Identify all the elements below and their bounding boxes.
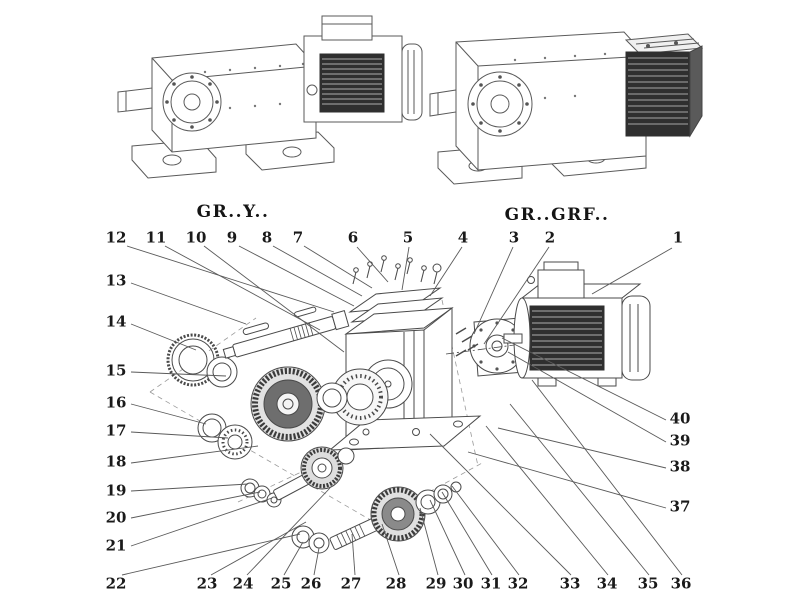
shaft-key xyxy=(242,322,269,336)
assembled-view-right xyxy=(429,31,704,185)
callout-39: 39 xyxy=(669,431,691,450)
callout-3: 3 xyxy=(508,228,520,247)
callout-29: 29 xyxy=(425,574,447,593)
large-gear xyxy=(250,366,326,442)
shaft-key-2 xyxy=(293,306,317,318)
callout-25: 25 xyxy=(270,574,292,593)
callout-34: 34 xyxy=(596,574,618,593)
callout-24: 24 xyxy=(232,574,254,593)
callout-4: 4 xyxy=(457,228,469,247)
flange-studs xyxy=(455,327,479,357)
exploded-view xyxy=(149,255,651,554)
output-shaft-assembly xyxy=(291,481,462,554)
callout-33: 33 xyxy=(559,574,581,593)
callout-27: 27 xyxy=(340,574,362,593)
callout-11: 11 xyxy=(145,228,167,247)
callout-18: 18 xyxy=(105,452,127,471)
callout-8: 8 xyxy=(261,228,273,247)
callout-13: 13 xyxy=(105,271,127,290)
callout-37: 37 xyxy=(669,497,691,516)
callout-1: 1 xyxy=(672,228,684,247)
callout-38: 38 xyxy=(669,457,691,476)
callout-6: 6 xyxy=(347,228,359,247)
callout-14: 14 xyxy=(105,312,127,331)
callout-23: 23 xyxy=(196,574,218,593)
cover-bolts xyxy=(352,255,442,285)
motor-flange xyxy=(445,317,525,377)
callout-36: 36 xyxy=(670,574,692,593)
callout-35: 35 xyxy=(637,574,659,593)
callout-15: 15 xyxy=(105,361,127,380)
gear-spacer-ring xyxy=(316,382,348,414)
callout-7: 7 xyxy=(292,228,304,247)
shim-rings xyxy=(166,333,238,388)
assembled-view-left xyxy=(117,15,423,179)
intermediate-pinion xyxy=(240,446,355,508)
callout-28: 28 xyxy=(385,574,407,593)
callout-30: 30 xyxy=(452,574,474,593)
callout-17: 17 xyxy=(105,421,127,440)
callout-21: 21 xyxy=(105,536,127,555)
input-shaft xyxy=(222,306,350,359)
callout-9: 9 xyxy=(226,228,238,247)
leader-lines xyxy=(121,245,683,576)
callout-5: 5 xyxy=(402,228,414,247)
electric-motor xyxy=(503,261,651,387)
variant-label-gr-grf: GR..GRF.. xyxy=(504,205,610,225)
callout-2: 2 xyxy=(544,228,556,247)
callout-19: 19 xyxy=(105,481,127,500)
callout-26: 26 xyxy=(300,574,322,593)
callout-32: 32 xyxy=(507,574,529,593)
callout-31: 31 xyxy=(480,574,502,593)
callout-40: 40 xyxy=(669,409,691,428)
callout-22: 22 xyxy=(105,574,127,593)
callout-10: 10 xyxy=(185,228,207,247)
callout-12: 12 xyxy=(105,228,127,247)
callout-20: 20 xyxy=(105,508,127,527)
variant-label-gr-y: GR..Y.. xyxy=(196,202,270,222)
callout-16: 16 xyxy=(105,393,127,412)
